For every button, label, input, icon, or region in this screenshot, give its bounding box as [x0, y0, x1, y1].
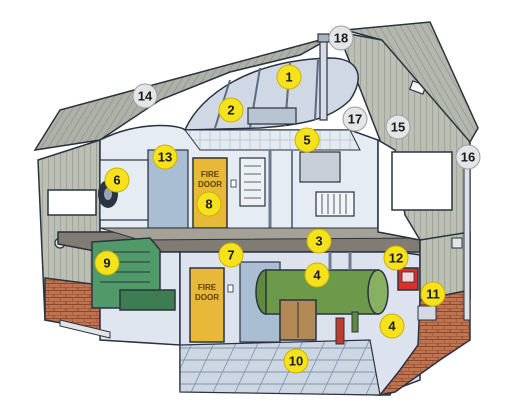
marker-7: 7: [218, 242, 244, 268]
marker-18: 18: [328, 25, 354, 51]
marker-3-label: 3: [315, 234, 322, 249]
marker-17: 17: [342, 106, 368, 132]
marker-11-label: 11: [426, 287, 440, 302]
pipe-red: [335, 317, 345, 345]
light-switch: [230, 179, 237, 188]
tiled-floor: [179, 339, 381, 396]
upper-door-sign-line2: DOOR: [198, 180, 222, 189]
window-right: [391, 151, 453, 211]
alarm-glass: [401, 271, 415, 283]
external-socket: [451, 237, 463, 249]
attic-duct: [247, 107, 297, 125]
marker-10-label: 10: [289, 354, 303, 369]
marker-12-label: 12: [389, 251, 403, 266]
entrance-step: [59, 319, 111, 339]
roof-flue: [317, 33, 330, 43]
marker-9: 9: [94, 250, 120, 276]
marker-7-label: 7: [227, 248, 234, 263]
marker-15-label: 15: [391, 120, 405, 135]
upper-cabinet: [299, 151, 341, 183]
marker-12: 12: [383, 245, 409, 271]
tank-end-right: [367, 269, 389, 315]
marker-2-label: 2: [227, 103, 234, 118]
marker-13-label: 13: [158, 150, 172, 165]
marker-14-label: 14: [138, 89, 153, 104]
marker-15: 15: [385, 114, 411, 140]
marker-8: 8: [196, 191, 222, 217]
radiator-fins: [321, 194, 347, 214]
vent-pipe: [319, 39, 328, 121]
lower-switch: [227, 284, 234, 293]
upper-door-sign-line1: FIRE: [201, 170, 220, 179]
marker-5: 5: [294, 127, 320, 153]
marker-8-label: 8: [205, 197, 212, 212]
panel-switches: [244, 165, 261, 199]
marker-16-label: 16: [461, 150, 475, 165]
marker-1-label: 1: [285, 70, 292, 85]
roof-right-slope: [344, 21, 479, 144]
marker-3: 3: [306, 228, 332, 254]
marker-14: 14: [132, 83, 158, 109]
marker-17-label: 17: [348, 112, 362, 127]
marker-11: 11: [420, 281, 446, 307]
marker-4b-label: 4: [388, 319, 396, 334]
marker-18-label: 18: [334, 31, 348, 46]
marker-1: 1: [276, 64, 302, 90]
marker-2: 2: [218, 97, 244, 123]
lower-fire-door: [189, 267, 225, 343]
window-left: [47, 189, 97, 216]
lower-door-sign-line1: FIRE: [198, 283, 217, 292]
marker-10: 10: [283, 348, 309, 374]
equipment-box: [417, 305, 437, 321]
marker-13: 13: [152, 144, 178, 170]
marker-4a: 4: [304, 262, 330, 288]
tank-leg-right: [351, 311, 359, 333]
downpipe: [463, 149, 471, 321]
lower-door-sign-line2: DOOR: [195, 293, 219, 302]
marker-9-label: 9: [103, 256, 110, 271]
marker-16: 16: [455, 144, 481, 170]
generator-base: [119, 289, 176, 311]
ceiling-grid: [184, 129, 361, 151]
marker-6-label: 6: [113, 173, 120, 188]
marker-6: 6: [104, 167, 130, 193]
marker-4a-label: 4: [313, 268, 321, 283]
marker-4b: 4: [379, 313, 405, 339]
marker-5-label: 5: [303, 133, 310, 148]
wall-fan-hub: [104, 188, 112, 200]
